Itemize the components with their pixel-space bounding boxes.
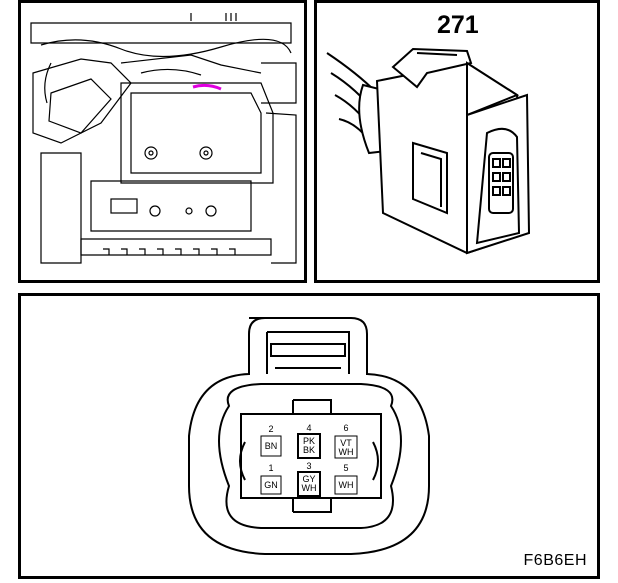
pin-6-box bbox=[334, 435, 358, 459]
wire-color-pin-1: GN bbox=[264, 480, 278, 490]
pin-2-box bbox=[260, 435, 282, 457]
wire-color-pin-3-line2: WH bbox=[301, 483, 317, 493]
connector-3d-illustration bbox=[326, 47, 531, 255]
wire-color-pin-3: GY WH bbox=[298, 475, 320, 493]
pin-4-box bbox=[297, 433, 321, 459]
connector-view-panel: 271 bbox=[314, 0, 600, 283]
wire-color-pin-6-line1: VT bbox=[340, 438, 352, 448]
pin-number-1: 1 bbox=[268, 463, 274, 473]
pin-5-box bbox=[334, 475, 358, 495]
wire-color-pin-4: PK BK bbox=[298, 437, 320, 455]
wire-color-pin-3-line1: GY bbox=[302, 474, 316, 484]
pin-1-box bbox=[260, 475, 282, 495]
connector-face-outline bbox=[188, 317, 430, 555]
wire-color-pin-6-line2: WH bbox=[338, 447, 354, 457]
engine-bay-illustration bbox=[30, 13, 297, 264]
connector-number: 271 bbox=[437, 11, 479, 39]
connector-location-highlight bbox=[192, 83, 222, 91]
wire-color-pin-2: BN bbox=[264, 441, 278, 451]
figure-code: F6B6EH bbox=[523, 552, 587, 569]
pin-number-2: 2 bbox=[268, 424, 274, 434]
wire-color-pin-5: WH bbox=[338, 480, 354, 490]
pin-number-3: 3 bbox=[306, 461, 312, 471]
pin-3-box bbox=[297, 471, 321, 497]
pin-number-6: 6 bbox=[343, 423, 349, 433]
location-panel bbox=[18, 0, 307, 283]
pin-number-5: 5 bbox=[343, 463, 349, 473]
wire-color-pin-6: VT WH bbox=[335, 439, 357, 457]
wire-color-pin-4-line1: PK bbox=[302, 436, 315, 446]
wire-color-pin-4-line2: BK bbox=[302, 445, 315, 455]
pinout-panel: 2 4 6 1 3 5 BN PK BK VT WH GN GY WH WH F… bbox=[18, 293, 600, 579]
pin-number-4: 4 bbox=[306, 423, 312, 433]
